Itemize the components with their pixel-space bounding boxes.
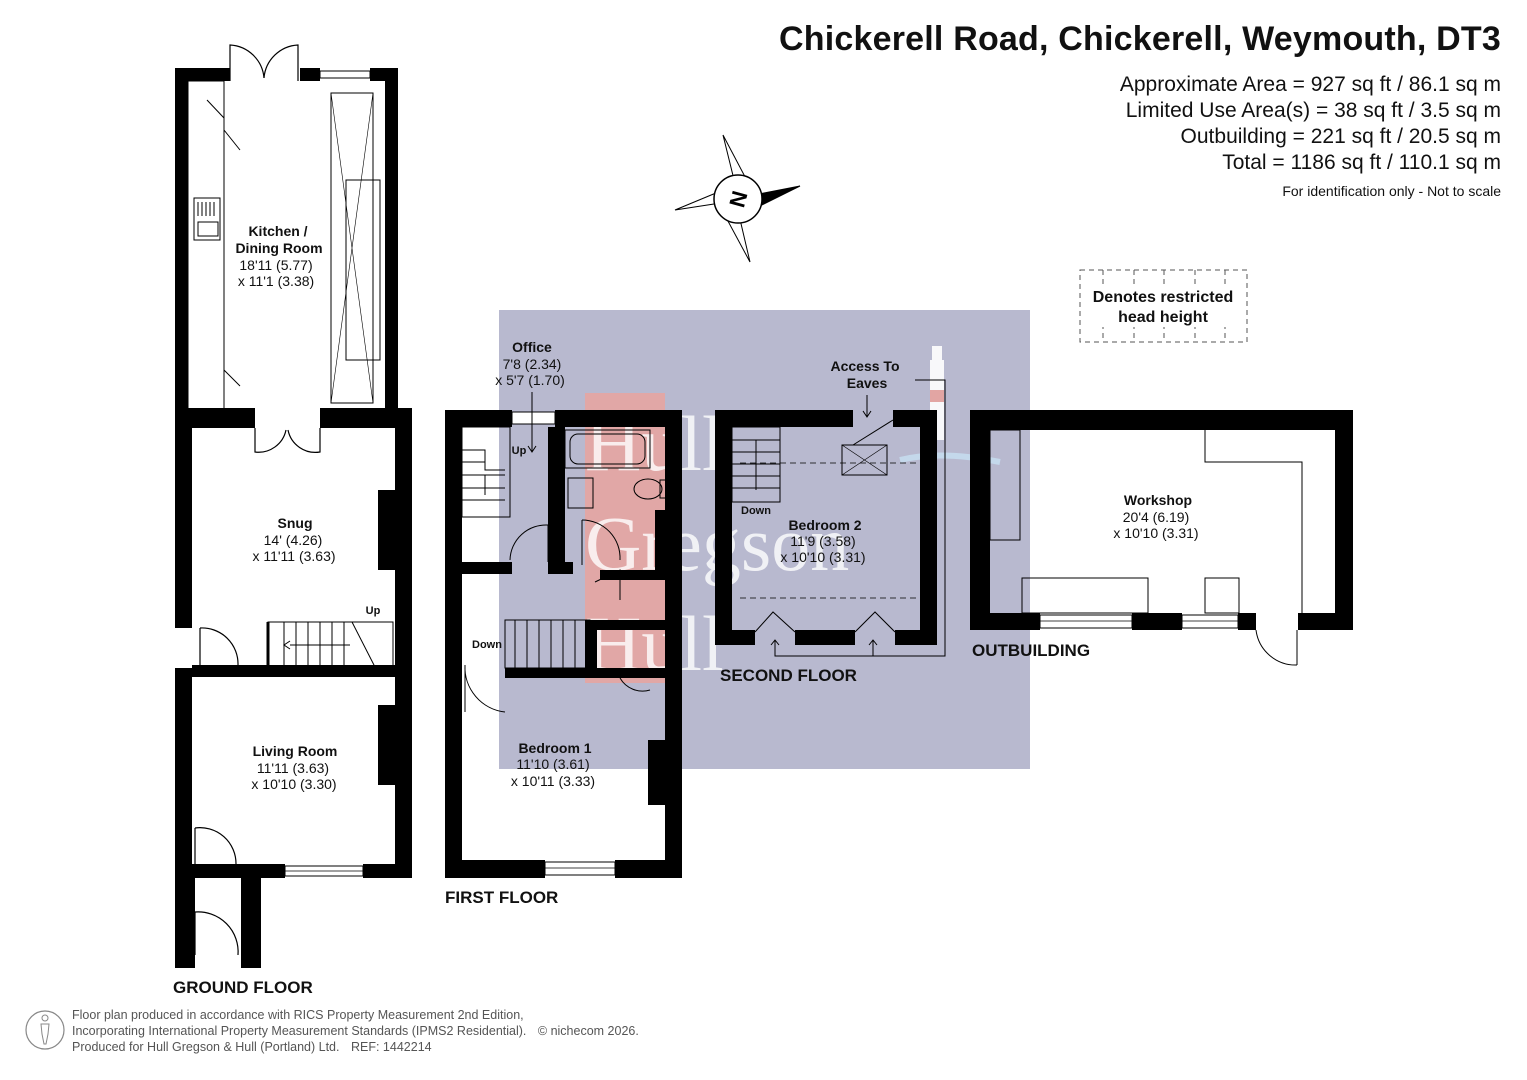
legend-line-2: head height xyxy=(1118,309,1208,326)
restricted-height-legend: Denotes restricted head height xyxy=(1079,269,1248,343)
bedroom-2-dim-2: x 10'10 (3.31) xyxy=(780,549,865,565)
scale-disclaimer: For identification only - Not to scale xyxy=(1282,183,1501,199)
snug-name: Snug xyxy=(278,515,313,531)
kitchen-dim-2: x 11'1 (3.38) xyxy=(238,273,314,289)
floor-labels: GROUND FLOOR FIRST FLOOR SECOND FLOOR OU… xyxy=(173,641,1090,997)
bedroom-2-dim-1: 11'9 (3.58) xyxy=(790,533,855,549)
eaves-label-1: Access To xyxy=(831,358,900,374)
ground-floor-plan xyxy=(175,44,412,968)
area-line-outbuilding: Outbuilding = 221 sq ft / 20.5 sq m xyxy=(1180,125,1501,148)
bedroom-1-name: Bedroom 1 xyxy=(518,740,591,756)
footer-produced-for: Produced for Hull Gregson & Hull (Portla… xyxy=(72,1040,340,1054)
snug-dim-2: x 11'11 (3.63) xyxy=(252,548,335,564)
footer-reference: REF: 1442214 xyxy=(350,1040,432,1054)
area-line-limited-use: Limited Use Area(s) = 38 sq ft / 3.5 sq … xyxy=(1125,99,1501,122)
footer-standards-text: Incorporating International Property Mea… xyxy=(72,1024,527,1038)
footer-copyright: © nichecom 2026. xyxy=(537,1024,639,1038)
office-dim-1: 7'8 (2.34) xyxy=(503,356,562,372)
kitchen-name-2: Dining Room xyxy=(235,240,322,256)
stairs-up-label-ground: Up xyxy=(366,605,381,617)
first-floor-label: FIRST FLOOR xyxy=(445,888,558,907)
bedroom-2-name: Bedroom 2 xyxy=(788,517,861,533)
living-room-dim-1: 11'11 (3.63) xyxy=(257,760,329,776)
ground-floor-label: GROUND FLOOR xyxy=(173,978,313,997)
second-floor-plan xyxy=(715,379,946,657)
person-scale-icon xyxy=(25,1010,65,1050)
area-line-total: Total = 1186 sq ft / 110.1 sq m xyxy=(1222,151,1501,174)
room-labels: Kitchen / Dining Room 18'11 (5.77) x 11'… xyxy=(235,223,1198,792)
snug-dim-1: 14' (4.26) xyxy=(264,532,323,548)
bedroom-1-dim-1: 11'10 (3.61) xyxy=(516,756,589,772)
living-room-name: Living Room xyxy=(253,743,338,759)
stairs-up-label-first: Up xyxy=(512,445,527,457)
stairs-down-label-second: Down xyxy=(741,505,771,517)
workshop-name: Workshop xyxy=(1124,492,1192,508)
second-floor-label: SECOND FLOOR xyxy=(720,666,857,685)
kitchen-dim-1: 18'11 (5.77) xyxy=(239,257,312,273)
footer-line-2: Incorporating International Property Mea… xyxy=(72,1023,639,1039)
office-name: Office xyxy=(512,339,552,355)
bedroom-1-dim-2: x 10'11 (3.33) xyxy=(511,773,595,789)
footer-line-1: Floor plan produced in accordance with R… xyxy=(72,1008,524,1022)
area-summary: Approximate Area = 927 sq ft / 86.1 sq m… xyxy=(1120,72,1501,176)
area-line-approximate: Approximate Area = 927 sq ft / 86.1 sq m xyxy=(1119,73,1501,96)
outbuilding-plan xyxy=(970,410,1353,666)
footer-line-3: Produced for Hull Gregson & Hull (Portla… xyxy=(72,1039,432,1055)
office-dim-2: x 5'7 (1.70) xyxy=(495,372,565,388)
property-title: Chickerell Road, Chickerell, Weymouth, D… xyxy=(779,20,1501,58)
compass-north-label: N xyxy=(724,188,752,210)
workshop-dim-1: 20'4 (6.19) xyxy=(1123,509,1190,525)
living-room-dim-2: x 10'10 (3.30) xyxy=(251,776,336,792)
first-floor-plan xyxy=(445,410,682,878)
kitchen-name-1: Kitchen / xyxy=(248,223,307,239)
stairs-down-label-first: Down xyxy=(472,639,502,651)
workshop-dim-2: x 10'10 (3.31) xyxy=(1113,525,1198,541)
watermark: Hull Gregson Hull xyxy=(499,310,1030,769)
legend-line-1: Denotes restricted xyxy=(1093,289,1234,306)
compass-rose: N xyxy=(674,134,801,263)
outbuilding-label: OUTBUILDING xyxy=(972,641,1090,660)
eaves-label-2: Eaves xyxy=(847,375,888,391)
